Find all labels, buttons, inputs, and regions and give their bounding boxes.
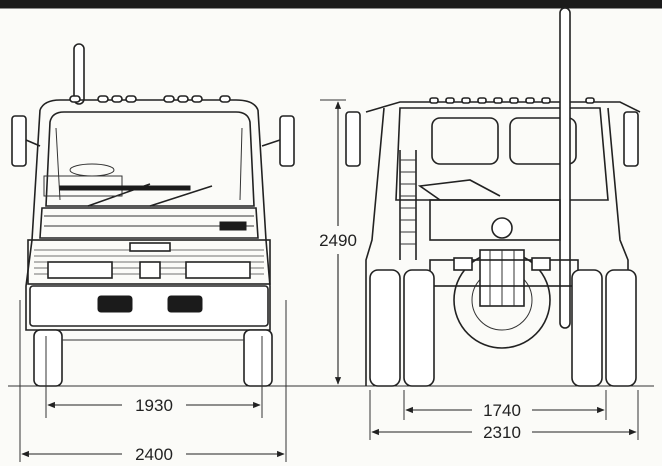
right-mirror xyxy=(279,115,295,167)
overall-height-label: 2490 xyxy=(319,231,357,250)
rear-roof-markers xyxy=(429,97,595,104)
rear-overall-width-label: 2310 xyxy=(483,423,521,442)
top-border-band xyxy=(0,0,662,9)
rear-right-outer-tyre xyxy=(605,269,637,387)
rear-ladder xyxy=(399,150,417,260)
front-track-label: 1930 xyxy=(135,396,173,415)
overall-height-dimension: 2490 xyxy=(319,101,357,385)
front-overall-width-dimension: 2400 xyxy=(21,445,285,464)
rear-window-left xyxy=(431,117,499,165)
left-headlight xyxy=(47,261,113,279)
rear-overall-width-dimension: 2310 xyxy=(371,423,637,442)
right-headlight xyxy=(185,261,251,279)
front-left-tyre xyxy=(33,329,63,387)
rear-left-outer-tyre xyxy=(369,269,401,387)
left-mirror xyxy=(11,115,27,167)
rear-right-inner-tyre xyxy=(571,269,603,387)
rear-view xyxy=(320,7,641,440)
front-overall-width-label: 2400 xyxy=(135,445,173,464)
rear-track-dimension: 1740 xyxy=(405,401,605,420)
rear-left-inner-tyre xyxy=(403,269,435,387)
front-badge xyxy=(129,242,171,252)
front-track-dimension: 1930 xyxy=(47,396,261,415)
front-view xyxy=(11,43,295,462)
rear-track-label: 1740 xyxy=(483,401,521,420)
rear-window-right xyxy=(509,117,577,165)
front-bumper xyxy=(29,285,269,327)
rear-exhaust-stack xyxy=(559,7,571,329)
front-right-tyre xyxy=(243,329,273,387)
roof-marker-lights xyxy=(69,95,231,103)
